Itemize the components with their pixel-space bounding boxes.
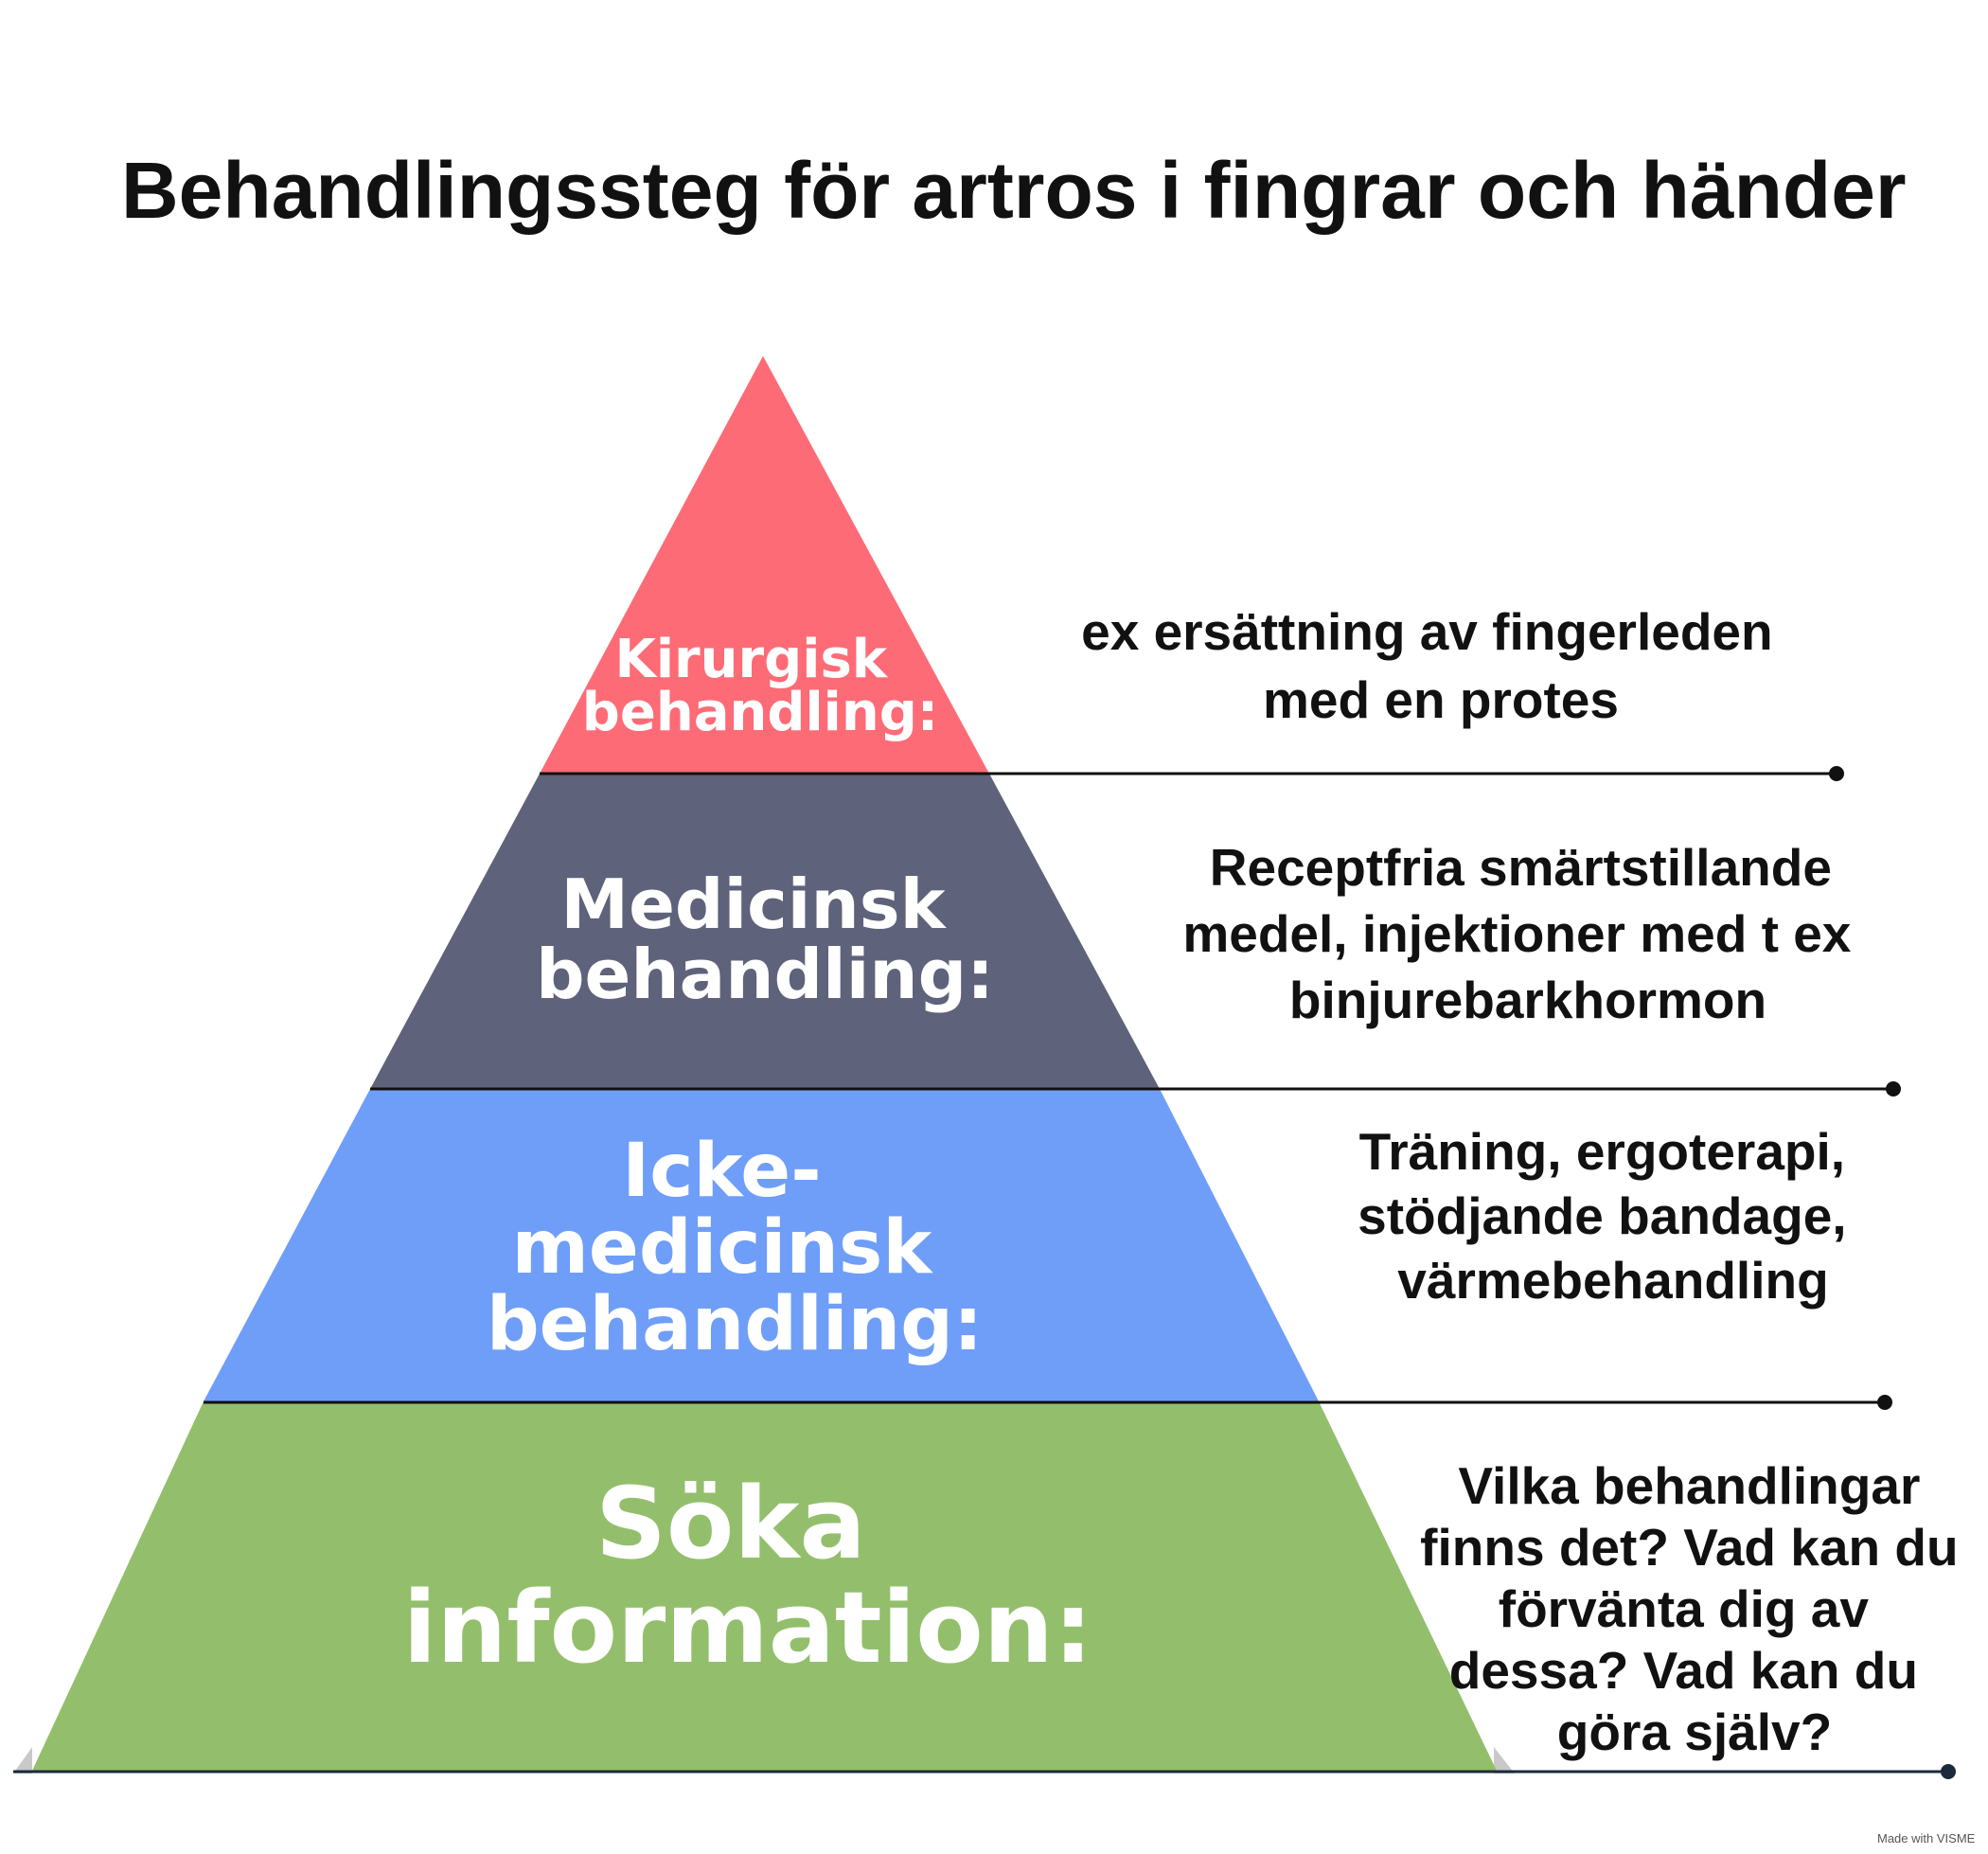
tier-information-label: Söka information: — [403, 1466, 1093, 1685]
separator-dot — [1877, 1395, 1892, 1410]
page-title: Behandlingssteg för artros i fingrar och… — [121, 146, 1907, 235]
tier-surgical-shape — [540, 356, 989, 774]
tier-information-description-line: göra själv? — [1557, 1702, 1832, 1761]
tier-non-medicinal-description-line: Träning, ergoterapi, — [1359, 1122, 1845, 1181]
tier-information-shape — [32, 1401, 1497, 1771]
tier-medicinal-description-line: Receptfria smärtstillande — [1210, 838, 1832, 897]
tier-surgical-description: ex ersättning av fingerleden med en prot… — [1081, 602, 1787, 729]
tier-surgical-label-line: Kirurgisk — [614, 629, 888, 690]
tier-surgical-label-line: behandling: — [582, 682, 938, 743]
tier-non-medicinal-shape — [204, 1089, 1319, 1401]
tier-information-label-line: information: — [403, 1570, 1093, 1685]
tier-information-description-line: dessa? Vad kan du — [1449, 1641, 1918, 1700]
separator-dot — [1941, 1764, 1956, 1779]
tier-non-medicinal-description: Träning, ergoterapi, stödjande bandage, … — [1358, 1122, 1861, 1310]
tier-non-medicinal-label-line: behandling: — [487, 1282, 983, 1367]
tier-information-label-line: Söka — [595, 1466, 866, 1581]
tier-non-medicinal-label-line: medicinsk — [512, 1205, 934, 1291]
visme-credit: Made with VISME — [1877, 1831, 1976, 1845]
tier-medicinal-label-line: Medicinsk — [560, 865, 947, 944]
pyramid-base-shadow-right — [1494, 1747, 1515, 1774]
tier-non-medicinal-description-line: värmebehandling — [1397, 1251, 1828, 1310]
tier-information-description-line: förvänta dig av — [1499, 1579, 1870, 1638]
tier-surgical-label: Kirurgisk behandling: — [582, 629, 938, 743]
tier-surgical-description-line: med en protes — [1263, 670, 1619, 729]
tier-medicinal-shape — [370, 774, 1160, 1089]
tier-information-description: Vilka behandlingar finns det? Vad kan du… — [1420, 1456, 1973, 1761]
tier-non-medicinal-label: Icke- medicinsk behandling: — [487, 1129, 983, 1367]
pyramid-base-shadow-left — [13, 1747, 32, 1774]
tier-medicinal-description-line: medel, injektioner med t ex — [1182, 904, 1851, 963]
tier-medicinal-description-line: binjurebarkhormon — [1289, 971, 1766, 1029]
tier-medicinal-label: Medicinsk behandling: — [536, 865, 994, 1014]
tier-non-medicinal-description-line: stödjande bandage, — [1358, 1186, 1846, 1245]
tier-information-description-line: finns det? Vad kan du — [1420, 1518, 1958, 1577]
separator-dot — [1829, 766, 1844, 781]
separator-dot — [1886, 1081, 1901, 1096]
tier-medicinal-description: Receptfria smärtstillande medel, injekti… — [1182, 838, 1865, 1029]
tier-surgical-description-line: ex ersättning av fingerleden — [1081, 602, 1773, 661]
tier-medicinal-label-line: behandling: — [536, 935, 994, 1014]
tier-information-description-line: Vilka behandlingar — [1458, 1456, 1920, 1515]
tier-non-medicinal-label-line: Icke- — [622, 1129, 821, 1214]
